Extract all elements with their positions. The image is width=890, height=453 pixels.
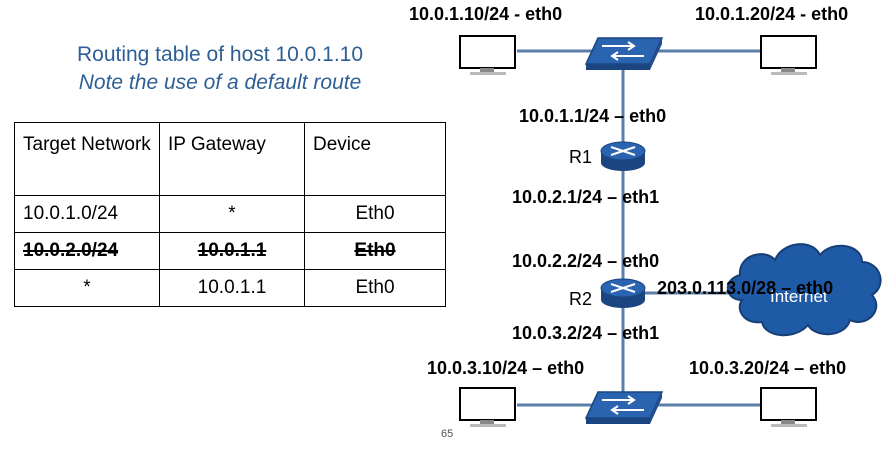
label-r2-name: R2 xyxy=(569,289,593,309)
label-r2-eth0: 10.0.2.2/24 – eth0 xyxy=(512,251,660,271)
header-device: Device xyxy=(304,122,446,196)
routing-table-subtitle: Note the use of a default route xyxy=(78,71,362,94)
cell-device: Eth0 xyxy=(304,232,446,270)
label-r1-eth1: 10.0.2.1/24 – eth1 xyxy=(512,187,660,207)
cell-target: 10.0.1.0/24 xyxy=(14,195,160,233)
label-r1-eth0: 10.0.1.1/24 – eth0 xyxy=(519,106,667,126)
cell-target: * xyxy=(14,269,160,307)
cloud-icon xyxy=(726,243,882,337)
header-target-network: Target Network xyxy=(14,122,160,196)
host-top-right-icon xyxy=(760,35,817,75)
cell-gateway: 10.0.1.1 xyxy=(159,269,305,307)
network-links xyxy=(517,49,760,407)
cell-device: Eth0 xyxy=(304,195,446,233)
label-host-top-left: 10.0.1.10/24 - eth0 xyxy=(409,4,563,24)
cell-gateway: * xyxy=(159,195,305,233)
host-top-left-icon xyxy=(459,35,516,75)
router-r2-icon xyxy=(600,278,646,308)
routing-table: Target Network IP Gateway Device 10.0.1.… xyxy=(14,122,446,307)
routing-table-title: Routing table of host 10.0.1.10 xyxy=(76,43,364,66)
switch-top-icon xyxy=(584,37,664,70)
label-host-bottom-right: 10.0.3.20/24 – eth0 xyxy=(689,358,847,378)
host-bottom-left-icon xyxy=(459,387,516,427)
page-number: 65 xyxy=(441,428,454,440)
label-internet: Internet xyxy=(770,287,828,306)
host-bottom-right-icon xyxy=(760,387,817,427)
table-row: * 10.0.1.1 Eth0 xyxy=(14,269,446,307)
table-header-row: Target Network IP Gateway Device xyxy=(14,122,446,196)
cell-device: Eth0 xyxy=(304,269,446,307)
label-host-top-right: 10.0.1.20/24 - eth0 xyxy=(695,4,849,24)
label-r1-name: R1 xyxy=(569,147,593,167)
router-r1-icon xyxy=(600,141,646,171)
label-r2-external: 203.0.113.0/28 – eth0 xyxy=(657,278,834,298)
table-row: 10.0.1.0/24 * Eth0 xyxy=(14,195,446,233)
label-r2-eth1: 10.0.3.2/24 – eth1 xyxy=(512,323,660,343)
switch-bottom-icon xyxy=(584,391,664,424)
label-host-bottom-left: 10.0.3.10/24 – eth0 xyxy=(427,358,585,378)
